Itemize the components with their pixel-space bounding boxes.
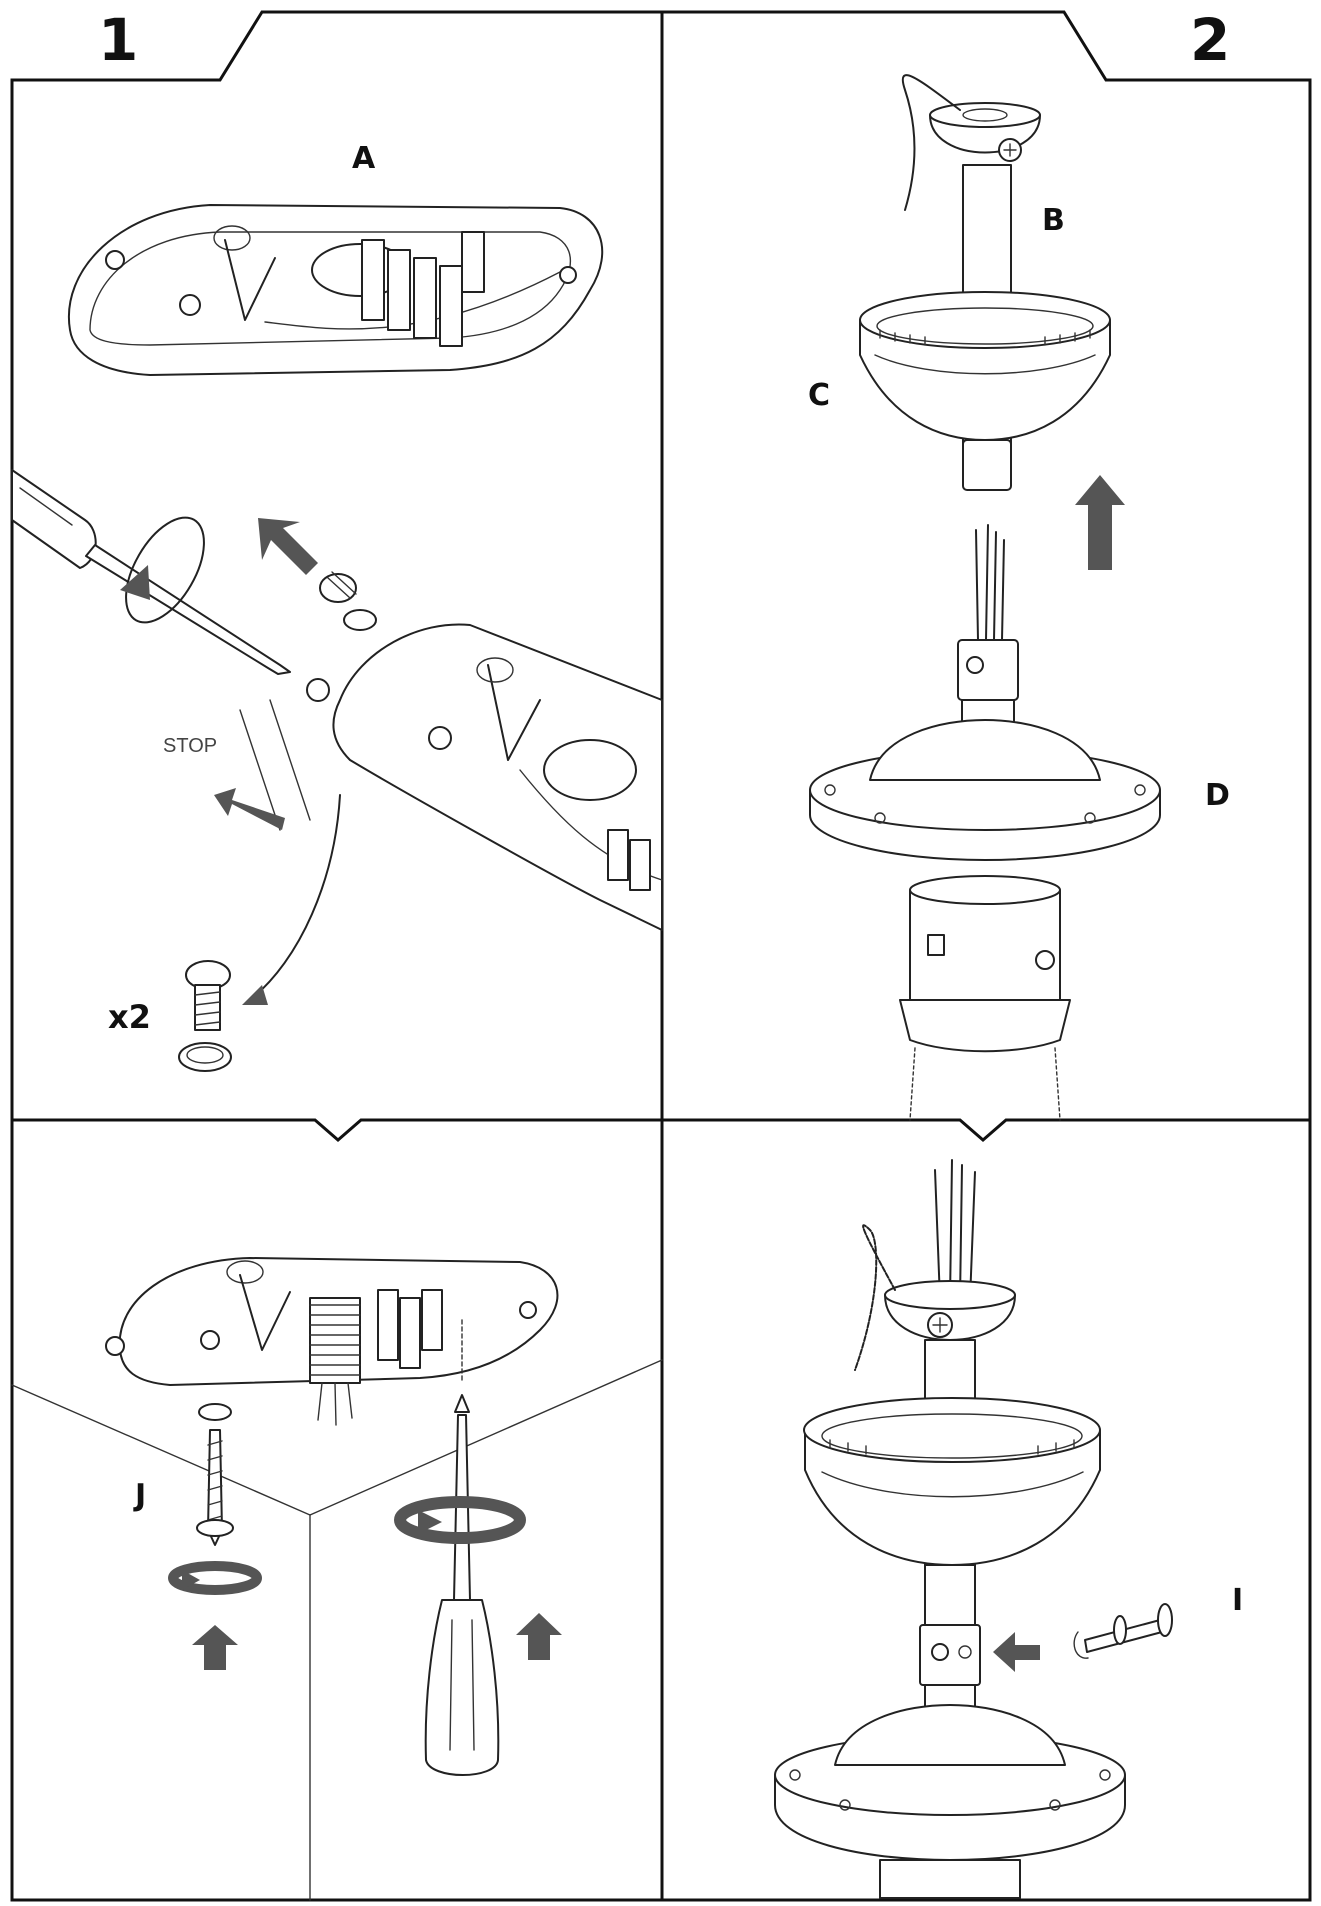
downrod-ball-b	[901, 74, 1041, 211]
step-2-number: 2	[1190, 6, 1230, 74]
rotation-arrow-j	[168, 1561, 262, 1595]
arrow-up-left	[258, 518, 318, 575]
canopy-2	[803, 1397, 1101, 1566]
label-c: C	[808, 378, 830, 413]
bracket-tilted	[332, 623, 663, 931]
motor-housing-2	[774, 1704, 1126, 1899]
motor-housing-d	[809, 719, 1161, 861]
step-1-number: 1	[98, 6, 138, 74]
label-a: A	[352, 141, 376, 176]
assembly-wires	[934, 1159, 976, 1301]
arrow-up-j	[192, 1625, 238, 1670]
label-i: I	[1232, 1583, 1243, 1618]
label-x2: x2	[108, 998, 151, 1036]
label-b: B	[1042, 203, 1065, 238]
rotation-arrow-1	[120, 516, 205, 624]
ceiling-corner	[11, 1359, 663, 1901]
canopy-c	[859, 291, 1111, 491]
screwdriver-2	[424, 1394, 500, 1776]
downrod-ball-2	[854, 1224, 1016, 1371]
screw-x2	[178, 960, 232, 1072]
terminal-block	[361, 231, 485, 347]
wire-coil	[309, 1297, 361, 1426]
arrow-left-pull	[214, 788, 285, 830]
rotation-arrow-2	[394, 1496, 526, 1544]
label-d: D	[1205, 778, 1230, 813]
motor-wires	[975, 524, 1005, 641]
downrod-lower	[919, 1564, 981, 1716]
arrow-up-screwdriver	[516, 1613, 562, 1660]
arrow-up-raise	[1075, 475, 1125, 570]
pin-i	[1073, 1603, 1173, 1659]
screw-and-washer-removed	[319, 571, 377, 631]
screwdriver-1	[11, 469, 291, 675]
switch-housing	[899, 875, 1071, 1121]
wood-screw-j	[196, 1403, 234, 1546]
label-stop: STOP	[163, 735, 217, 757]
canopy-bracket-a	[67, 204, 604, 376]
curved-arrow-down	[242, 794, 341, 1005]
panel-frame	[10, 10, 1312, 1902]
bracket-installed	[105, 1257, 559, 1426]
label-j: J	[133, 1478, 146, 1513]
arrow-left-pin	[993, 1632, 1040, 1672]
stop-guide	[239, 678, 330, 831]
